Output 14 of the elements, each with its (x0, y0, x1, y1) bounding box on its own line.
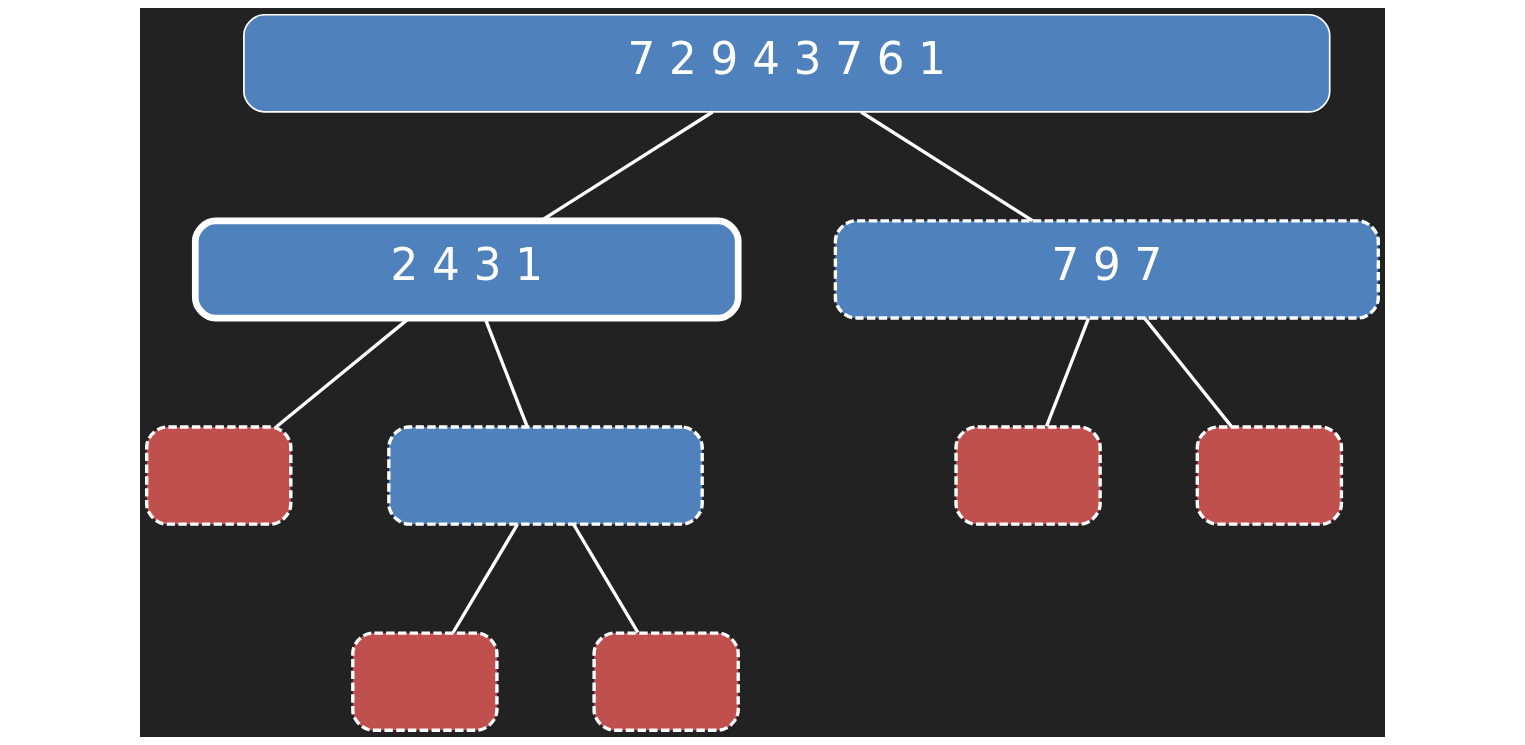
node-box: 2 4 3 1 (191, 217, 742, 322)
node-box: 7 9 7 (833, 219, 1380, 320)
node-box (145, 425, 293, 526)
connector (1143, 317, 1233, 428)
node-box (351, 631, 499, 732)
connector (572, 523, 640, 634)
connector (860, 110, 1034, 223)
node-box (387, 425, 704, 526)
node-box (1195, 425, 1344, 526)
node-box (954, 425, 1102, 526)
node-box: 7 2 9 4 3 7 6 1 (243, 13, 1331, 113)
node-box (592, 631, 740, 732)
connector (1044, 317, 1091, 427)
connector (451, 523, 519, 634)
